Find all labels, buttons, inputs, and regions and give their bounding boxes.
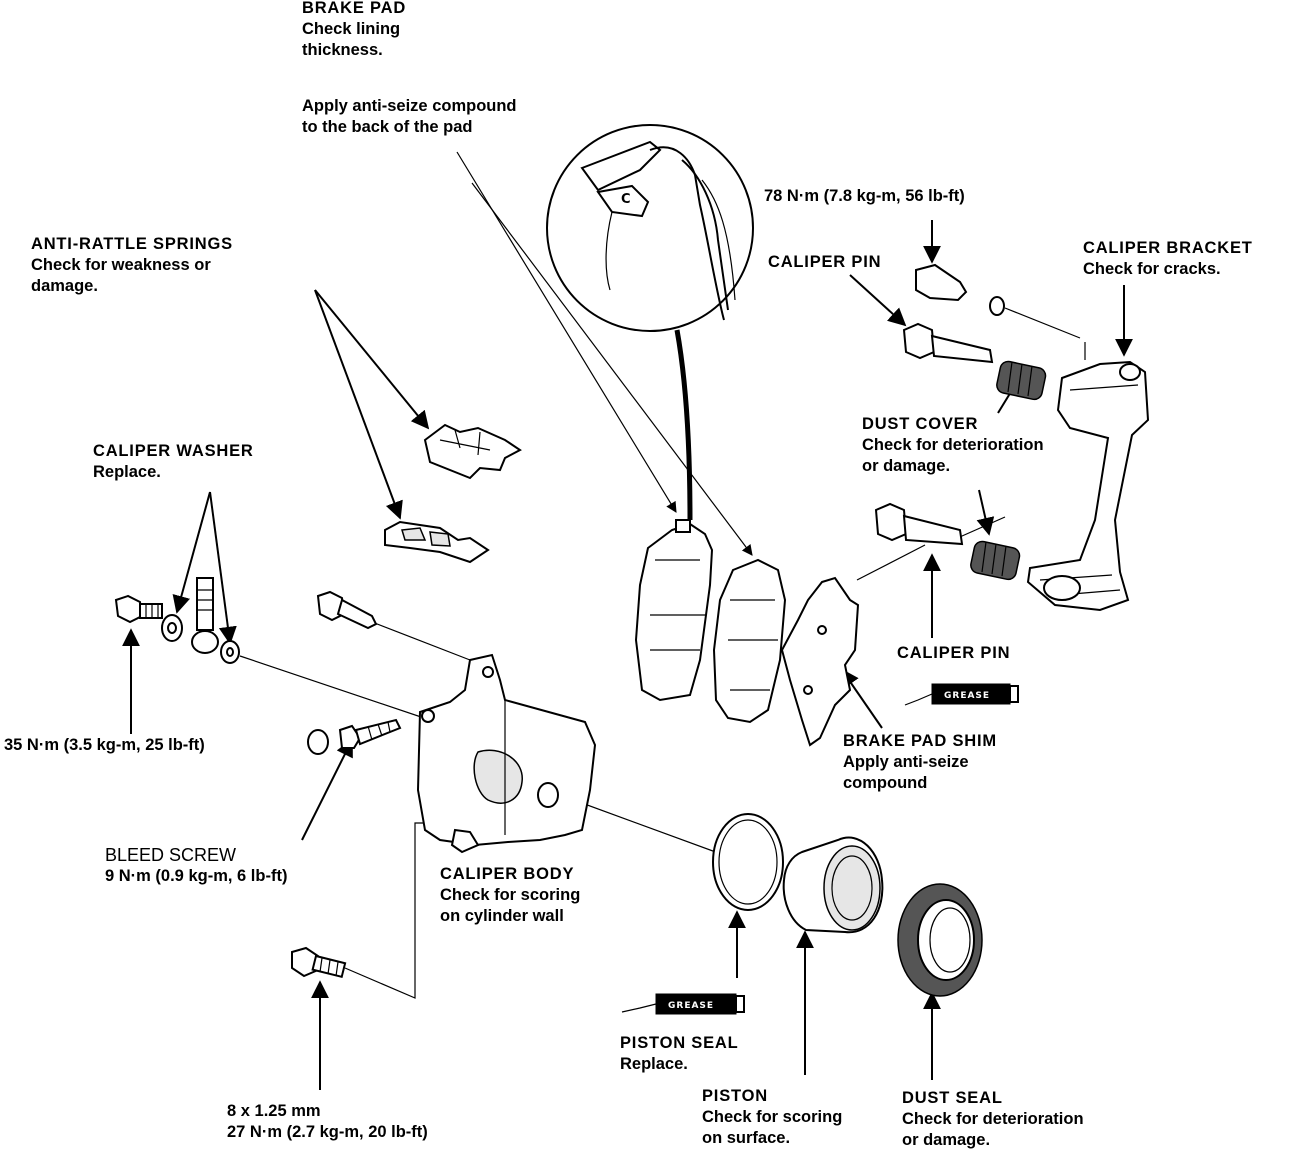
bleed-fitting-small <box>191 577 219 654</box>
dust-cover-top <box>996 360 1047 401</box>
dust-seal-title: DUST SEAL <box>902 1089 1003 1107</box>
piston-seal-note: Replace. <box>620 1055 688 1073</box>
grease-tube-right: GREASE <box>904 683 1019 706</box>
brake-pad-shim <box>780 576 860 747</box>
grease-label-right: GREASE <box>944 691 990 701</box>
caliper-washer-title: CALIPER WASHER <box>93 442 254 460</box>
anti-seize-pad-note-1: Apply anti-seize compound <box>302 97 517 115</box>
torque-78-text: 78 N·m (7.8 kg-m, 56 lb-ft) <box>764 187 965 205</box>
caliper-pin-bottom-title: CALIPER PIN <box>897 644 1011 662</box>
caliper-pin-cap-top <box>915 263 1005 316</box>
brake-pad-shim-label: BRAKE PAD SHIM Apply anti-seize compound <box>843 731 997 794</box>
mounting-bolt-label: 8 x 1.25 mm 27 N·m (2.7 kg-m, 20 lb-ft) <box>227 1101 428 1143</box>
brake-pad-outer <box>712 558 787 724</box>
brake-pad-title: BRAKE PAD <box>302 0 407 17</box>
dust-cover-note-2: or damage. <box>862 457 951 475</box>
anti-rattle-title: ANTI-RATTLE SPRINGS <box>31 235 233 253</box>
dust-seal <box>897 883 983 997</box>
piston <box>782 836 884 934</box>
callout-letter: C <box>621 192 631 207</box>
bleed-screw-torque: 9 N·m (0.9 kg-m, 6 lb-ft) <box>105 867 288 885</box>
torque-78-label: 78 N·m (7.8 kg-m, 56 lb-ft) <box>764 186 965 207</box>
pad-detail-magnifier: C <box>546 124 754 332</box>
brake-pad-note-1: Check lining <box>302 20 401 38</box>
piston-label: PISTON Check for scoring on surface. <box>702 1086 842 1149</box>
piston-seal-title: PISTON SEAL <box>620 1034 739 1052</box>
brake-pad-shim-note-2: compound <box>843 774 928 792</box>
dust-cover-title: DUST COVER <box>862 415 979 433</box>
bleed-screw-title: BLEED SCREW <box>105 845 237 865</box>
anti-rattle-note-1: Check for weakness or <box>31 256 211 274</box>
caliper-washer-2 <box>220 640 240 664</box>
piston-seal <box>712 813 784 911</box>
caliper-pin-top-label: CALIPER PIN <box>768 252 881 273</box>
guide-bolt <box>316 590 378 630</box>
dust-seal-label: DUST SEAL Check for deterioration or dam… <box>902 1088 1084 1151</box>
torque-35-text: 35 N·m (3.5 kg-m, 25 lb-ft) <box>4 736 205 754</box>
grease-tube-bottom: GREASE <box>621 993 745 1015</box>
bleed-screw <box>338 718 402 749</box>
caliper-pin-top <box>902 322 994 364</box>
anti-seize-pad-note-2: to the back of the pad <box>302 118 473 136</box>
torque-35-label: 35 N·m (3.5 kg-m, 25 lb-ft) <box>4 735 205 756</box>
caliper-body-note-2: on cylinder wall <box>440 907 564 925</box>
brake-pad-inner <box>634 519 714 702</box>
caliper-washer-label: CALIPER WASHER Replace. <box>93 441 254 483</box>
anti-rattle-spring-upper <box>423 423 522 480</box>
brake-pad-shim-title: BRAKE PAD SHIM <box>843 732 997 750</box>
caliper-bracket-label: CALIPER BRACKET Check for cracks. <box>1083 238 1253 280</box>
grease-label-bottom: GREASE <box>668 1001 714 1011</box>
anti-rattle-note-2: damage. <box>31 277 98 295</box>
caliper-washer-note: Replace. <box>93 463 161 481</box>
caliper-pin-top-title: CALIPER PIN <box>768 253 882 271</box>
dust-cover-label: DUST COVER Check for deterioration or da… <box>862 414 1044 477</box>
caliper-bolt-left <box>114 594 163 624</box>
brake-pad-note-2: thickness. <box>302 41 383 59</box>
dust-seal-note-1: Check for deterioration <box>902 1110 1084 1128</box>
anti-rattle-label: ANTI-RATTLE SPRINGS Check for weakness o… <box>31 234 233 297</box>
piston-title: PISTON <box>702 1087 768 1105</box>
anti-seize-pad-label: Apply anti-seize compound to the back of… <box>302 96 517 138</box>
leader-lines <box>122 151 1133 1090</box>
caliper-bracket <box>1026 360 1150 612</box>
anti-rattle-spring-lower <box>384 520 490 564</box>
mounting-bolt-size: 8 x 1.25 mm <box>227 1102 321 1120</box>
caliper-bracket-title: CALIPER BRACKET <box>1083 239 1253 257</box>
dust-cover-bottom <box>970 540 1021 581</box>
caliper-bracket-note: Check for cracks. <box>1083 260 1221 278</box>
caliper-pin-bottom-label: CALIPER PIN <box>897 643 1010 664</box>
brake-pad-shim-note-1: Apply anti-seize <box>843 753 969 771</box>
piston-note-1: Check for scoring <box>702 1108 843 1126</box>
piston-note-2: on surface. <box>702 1129 791 1147</box>
caliper-body <box>416 653 597 854</box>
mounting-bolt-torque: 27 N·m (2.7 kg-m, 20 lb-ft) <box>227 1123 428 1141</box>
bleed-screw-cap <box>307 729 329 755</box>
bleed-screw-label: BLEED SCREW 9 N·m (0.9 kg-m, 6 lb-ft) <box>105 845 287 887</box>
lower-mounting-bolt <box>291 946 347 979</box>
caliper-body-label: CALIPER BODY Check for scoring on cylind… <box>440 864 580 927</box>
caliper-body-note-1: Check for scoring <box>440 886 581 904</box>
caliper-washer-1 <box>161 614 183 642</box>
piston-seal-label: PISTON SEAL Replace. <box>620 1033 739 1075</box>
caliper-body-title: CALIPER BODY <box>440 865 575 883</box>
caliper-pin-bottom <box>874 502 964 546</box>
dust-cover-note-1: Check for deterioration <box>862 436 1044 454</box>
dust-seal-note-2: or damage. <box>902 1131 991 1149</box>
brake-pad-label: BRAKE PAD Check lining thickness. <box>302 0 406 61</box>
